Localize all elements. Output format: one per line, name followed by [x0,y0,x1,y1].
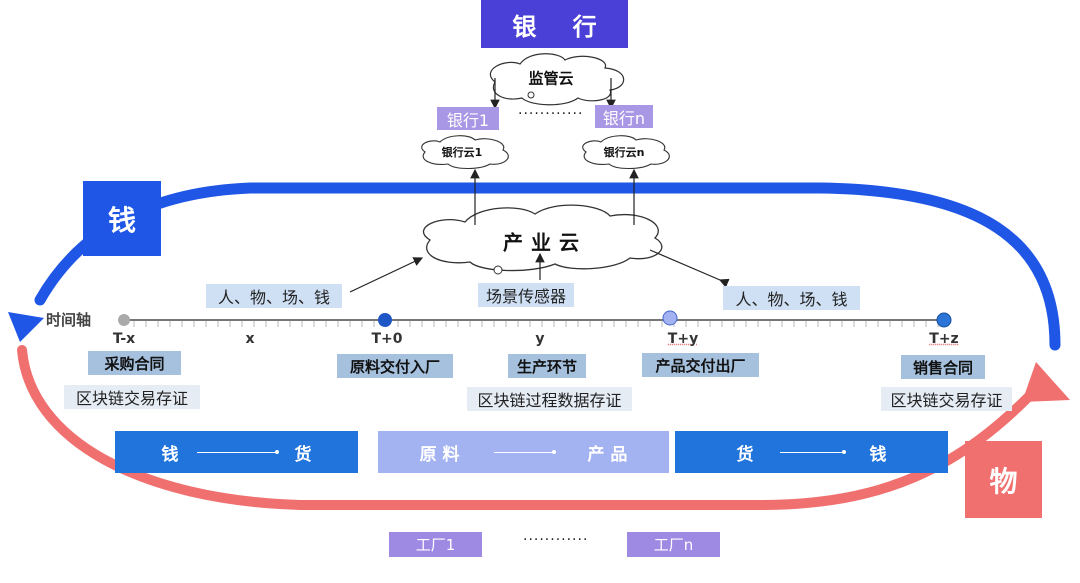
factory-1-tag: 工厂1 [389,532,482,557]
goods-loop-tag: 物 [965,441,1042,518]
event-sales-contract: 销售合同 [901,355,985,379]
timeline-point-t-plus-0 [378,313,392,327]
regulatory-cloud-label: 监管云 [528,69,574,88]
flow-to: 钱 [869,444,887,465]
factory-n-tag: 工厂n [627,532,720,557]
bank-n-tag: 银行n [595,105,653,128]
timeline-point-t-minus-x [118,314,130,326]
flow-from: 钱 [161,444,179,465]
timeline-point-t-plus-z [936,312,952,328]
connector-elements-left [349,257,424,293]
bank-cloud-n-label: 银行云n [603,146,645,159]
flow-to: 产 品 [587,444,628,465]
tick-label-t-plus-0: T+0 [371,331,403,347]
flow-from: 原 料 [419,444,460,465]
connector-elements-right [649,249,730,288]
bank-1-tag: 银行1 [437,107,499,130]
evidence-center: 区块链过程数据存证 [467,387,632,411]
event-purchase-contract: 采购合同 [88,351,181,375]
goods-loop-arc [17,345,1045,510]
tick-label-t-minus-x: T-x [112,331,136,347]
goods-loop-arrowhead [1022,362,1070,402]
regulatory-cloud-shape [489,53,625,106]
factory-ellipsis: ············ [523,532,589,548]
tick-label-t-plus-y: T+y [667,331,699,347]
bank-header: 银 行 [481,0,628,48]
flow-from: 货 [736,444,754,465]
flow-material-to-product: 原 料 产 品 [378,431,669,473]
flow-arrow-icon [196,449,279,454]
tick-label-t-plus-z: T+z [929,331,959,347]
elements-label-right: 人、物、场、钱 [723,286,860,310]
timeline-axis [118,310,952,328]
timeline-point-t-plus-y [662,310,678,326]
flow-money-to-goods: 钱 货 [115,431,358,473]
event-product-delivery: 产品交付出厂 [642,353,759,377]
event-production: 生产环节 [508,354,586,378]
flow-arrow-icon [493,449,556,454]
industry-cloud-shape [422,204,663,275]
flow-to: 货 [294,444,312,465]
money-loop-arrowhead [8,312,44,342]
timeline-title: 时间轴 [46,311,92,329]
bank-cloud-1-shape [421,135,509,170]
event-material-delivery: 原料交付入厂 [337,354,453,378]
evidence-right: 区块链交易存证 [881,387,1012,411]
bank-cloud-1-label: 银行云1 [441,146,483,159]
elements-label-left: 人、物、场、钱 [206,284,342,308]
industry-cloud-label: 产业云 [503,230,587,255]
money-loop-tag: 钱 [83,181,161,256]
tick-label-y: y [535,331,545,347]
scene-sensor-label: 场景传感器 [478,283,574,307]
bank-cloud-n-shape [582,135,670,170]
tick-label-x: x [245,331,255,347]
evidence-left: 区块链交易存证 [64,385,200,409]
flow-goods-to-money: 货 钱 [675,431,948,473]
bank-ellipsis: ············ [518,106,584,122]
flow-arrow-icon [779,449,846,454]
